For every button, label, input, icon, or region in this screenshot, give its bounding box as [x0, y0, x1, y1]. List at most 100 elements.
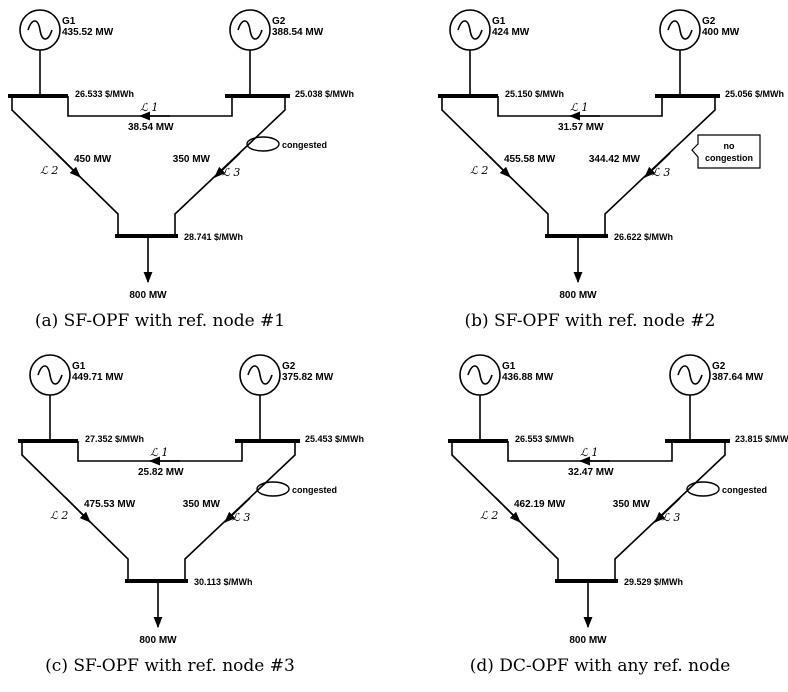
bus-2-price: 25.038 $/MWh [295, 89, 354, 99]
line-2-flow: 475.53 MW [84, 499, 136, 510]
generator-g1-power: 435.52 MW [62, 27, 114, 38]
line-2-flow: 450 MW [74, 154, 112, 165]
load-value: 800 MW [559, 290, 597, 301]
congestion-marker [256, 481, 290, 497]
line-1-flow: 25.82 MW [138, 467, 184, 478]
generator-g1-power: 424 MW [492, 27, 530, 38]
line-2 [451, 441, 559, 581]
generator-g2-power: 400 MW [702, 27, 740, 38]
line-3-flow: 350 MW [183, 499, 221, 510]
bus-2-price: 25.453 $/MWh [305, 434, 364, 444]
generator-g2-power: 375.82 MW [282, 372, 334, 383]
line-2 [11, 96, 119, 236]
line-2-flow-arrow [484, 151, 511, 178]
bus-2-price: 25.056 $/MWh [725, 89, 784, 99]
generator-g2-power: 388.54 MW [272, 27, 324, 38]
congestion-callout: no congestion [691, 134, 761, 169]
load-value: 800 MW [139, 635, 177, 646]
generator-g2-name: G2 [702, 16, 716, 27]
panel-caption: (d) DC-OPF with any ref. node [470, 656, 731, 676]
line-1-label: ℒ 1 [570, 101, 588, 114]
congestion-label: congested [282, 140, 327, 150]
generator-g2-name: G2 [282, 361, 296, 372]
sine-wave-icon [237, 20, 263, 40]
line-1-flow: 32.47 MW [568, 467, 614, 478]
line-2-label: ℒ 2 [470, 164, 488, 177]
line-2-flow-arrow [64, 496, 91, 523]
bus-3-price: 30.113 $/MWh [194, 577, 253, 587]
sine-wave-icon [677, 365, 703, 385]
line-1-flow: 38.54 MW [128, 122, 174, 133]
sine-wave-icon [27, 20, 53, 40]
bus-1-price: 26.553 $/MWh [515, 434, 574, 444]
line-2-label: ℒ 2 [480, 509, 498, 522]
sine-wave-icon [667, 20, 693, 40]
line-2-label: ℒ 2 [50, 509, 68, 522]
sine-wave-icon [467, 365, 493, 385]
panel-caption: (a) SF-OPF with ref. node #1 [35, 311, 285, 331]
generator-g2-power: 387.64 MW [712, 372, 764, 383]
sine-wave-icon [247, 365, 273, 385]
line-1-label: ℒ 1 [140, 101, 158, 114]
line-3-flow-arrow [644, 152, 671, 178]
bus-3-price: 28.741 $/MWh [184, 232, 243, 242]
bus-3-price: 29.529 $/MWh [624, 577, 683, 587]
line-3-flow-arrow [224, 497, 251, 523]
congestion-label: congested [292, 485, 337, 495]
generator-g2-name: G2 [272, 16, 286, 27]
bus-2-price: 23.815 $/MWh [735, 434, 788, 444]
bus-1-price: 27.352 $/MWh [85, 434, 144, 444]
line-3-flow: 344.42 MW [589, 154, 641, 165]
line-3-label: ℒ 3 [222, 166, 240, 179]
generator-g1-name: G1 [492, 16, 506, 27]
sine-wave-icon [457, 20, 483, 40]
line-1-flow: 31.57 MW [558, 122, 604, 133]
callout-box [691, 134, 761, 169]
load-value: 800 MW [569, 635, 607, 646]
line-3-flow: 350 MW [173, 154, 211, 165]
line-2 [21, 441, 129, 581]
line-2-flow: 455.58 MW [504, 154, 556, 165]
panel-caption: (c) SF-OPF with ref. node #3 [45, 656, 295, 676]
line-2-flow: 462.19 MW [514, 499, 566, 510]
bus-1-price: 26.533 $/MWh [75, 89, 134, 99]
line-2-label: ℒ 2 [40, 164, 58, 177]
line-3-label: ℒ 3 [652, 166, 670, 179]
generator-g1-name: G1 [72, 361, 86, 372]
line-3-flow: 350 MW [613, 499, 651, 510]
panel-caption: (b) SF-OPF with ref. node #2 [465, 311, 716, 331]
load-value: 800 MW [129, 290, 167, 301]
bus-3-price: 26.622 $/MWh [614, 232, 673, 242]
line-3-flow-arrow [654, 497, 681, 523]
generator-g2-name: G2 [712, 361, 726, 372]
callout-line-1: no [724, 141, 735, 151]
congestion-marker [686, 481, 720, 497]
line-2-flow-arrow [494, 496, 521, 523]
line-2-flow-arrow [54, 151, 81, 178]
line-2 [441, 96, 549, 236]
bus-1-price: 25.150 $/MWh [505, 89, 564, 99]
generator-g1-power: 436.88 MW [502, 372, 554, 383]
line-1-label: ℒ 1 [150, 446, 168, 459]
generator-g1-power: 449.71 MW [72, 372, 124, 383]
generator-g1-name: G1 [502, 361, 516, 372]
callout-line-2: congestion [705, 153, 753, 163]
line-1-label: ℒ 1 [580, 446, 598, 459]
generator-g1-name: G1 [62, 16, 76, 27]
sine-wave-icon [37, 365, 63, 385]
line-3-flow-arrow [214, 152, 241, 178]
line-3-label: ℒ 3 [662, 511, 680, 524]
